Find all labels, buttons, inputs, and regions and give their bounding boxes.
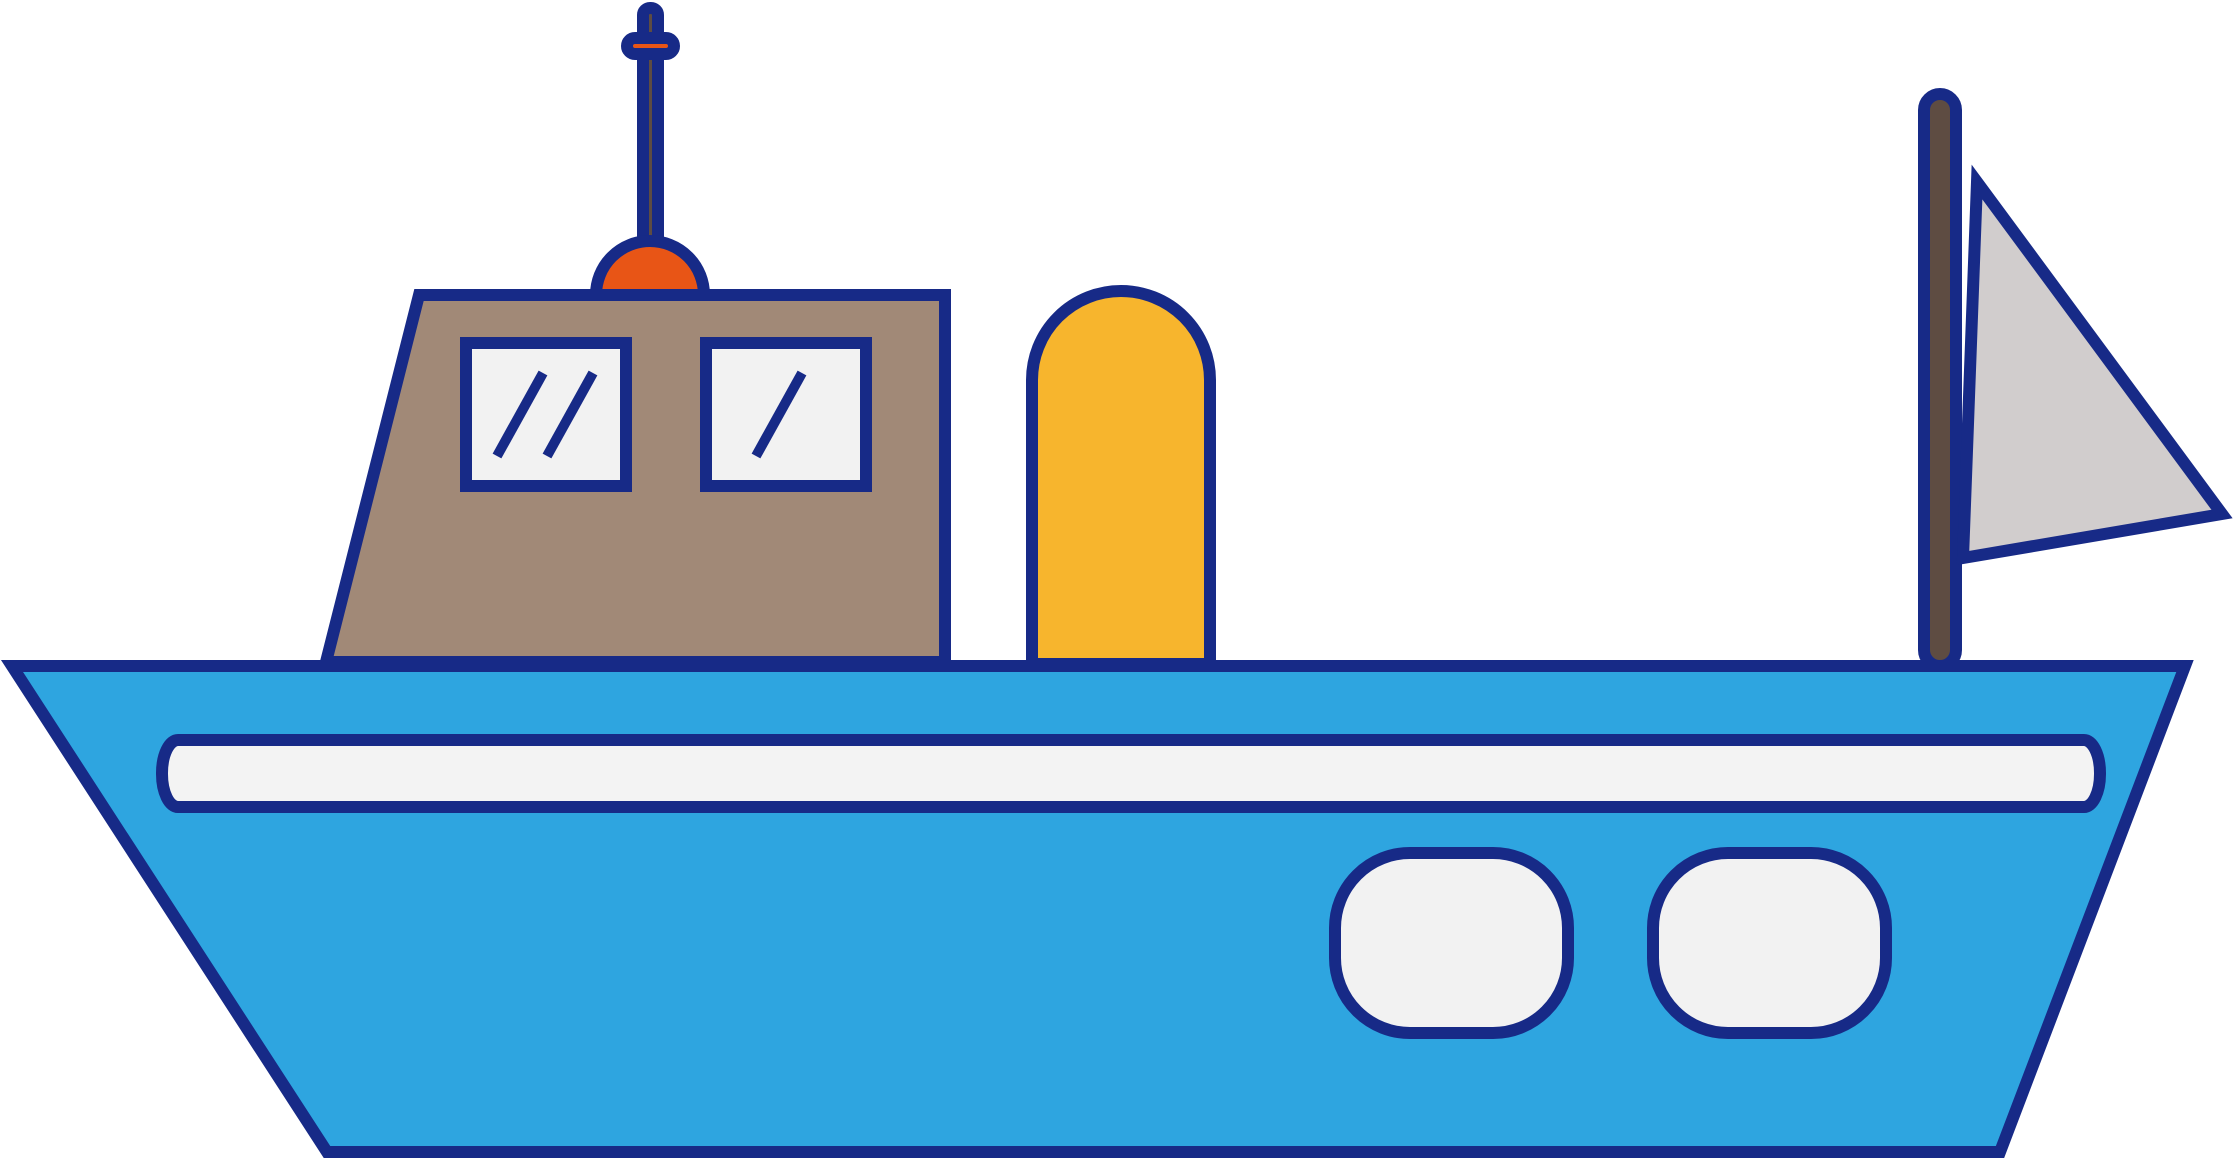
beacon-dome	[589, 235, 711, 301]
cabin-window-left	[460, 337, 632, 492]
window-glare	[542, 370, 598, 459]
flag	[1956, 164, 2233, 566]
porthole-left	[1329, 847, 1574, 1039]
porthole-right	[1647, 847, 1892, 1039]
hull-stripe	[156, 734, 2106, 813]
chimney	[1026, 285, 1216, 670]
mast	[1918, 88, 1962, 672]
cabin-window-right	[700, 337, 872, 492]
window-glare	[492, 370, 548, 459]
antenna-crossbar	[621, 32, 680, 60]
window-glare	[751, 370, 807, 459]
